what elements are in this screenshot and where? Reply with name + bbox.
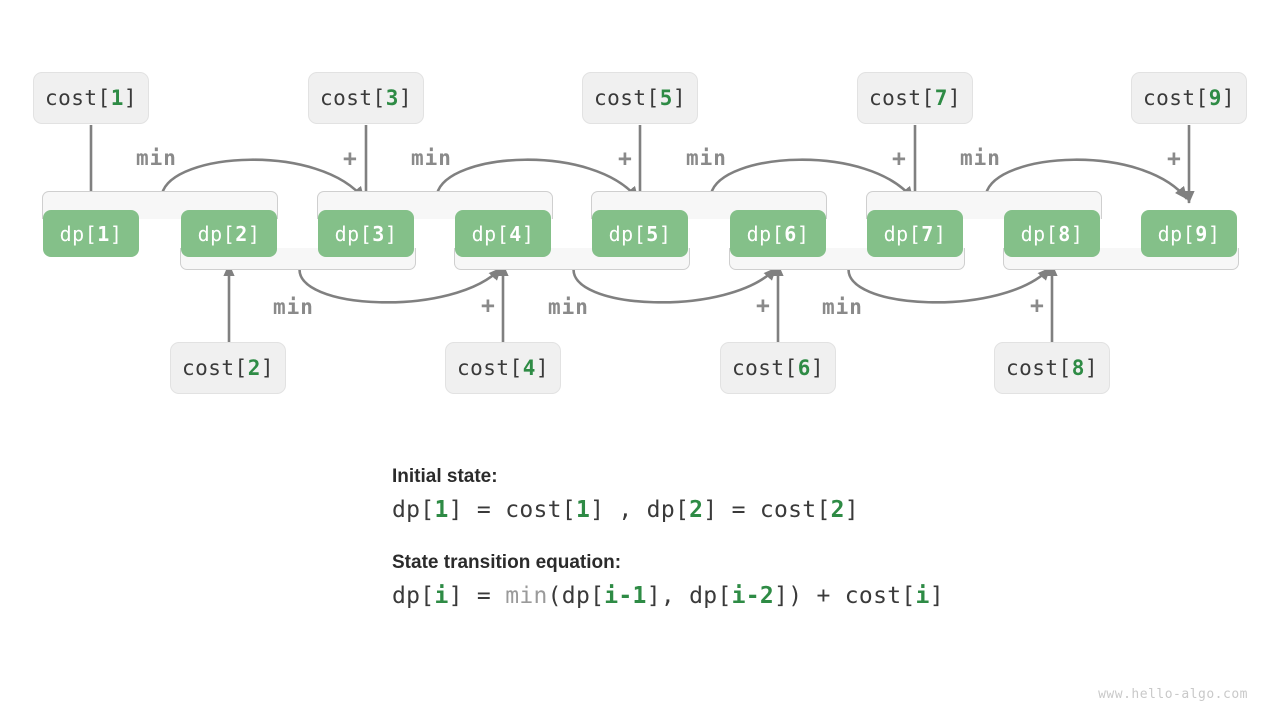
transition-heading: State transition equation: [392, 552, 622, 573]
plus-label-top-3: + [892, 146, 906, 172]
dp-box-3-label: dp[3] [334, 221, 398, 246]
dp-box-6-label: dp[6] [746, 221, 810, 246]
min-label-top-1: min [136, 146, 177, 170]
min-label-bottom-1: min [273, 295, 314, 319]
plus-label-bottom-3: + [1030, 293, 1044, 319]
dp-box-2[interactable]: dp[2] [181, 210, 277, 257]
min-label-top-4: min [960, 146, 1001, 170]
plus-label-bottom-2: + [756, 293, 770, 319]
dp-box-1[interactable]: dp[1] [43, 210, 139, 257]
dp-box-9[interactable]: dp[9] [1141, 210, 1237, 257]
min-label-top-2: min [411, 146, 452, 170]
dp-box-2-label: dp[2] [197, 221, 261, 246]
cost-box-3-label: cost[3] [319, 86, 413, 110]
arc-group23-to-dp4 [298, 265, 502, 304]
dp-box-8-label: dp[8] [1020, 221, 1084, 246]
min-label-bottom-2: min [548, 295, 589, 319]
arc-group45-to-dp6 [572, 265, 777, 304]
caption-block: Initial state: dp[1] = cost[1] , dp[2] =… [392, 466, 1092, 609]
dp-box-5-label: dp[5] [608, 221, 672, 246]
cost-box-5[interactable]: cost[5] [582, 72, 698, 124]
arc-group67-to-dp8 [847, 265, 1051, 304]
dp-box-4-label: dp[4] [471, 221, 535, 246]
dp-box-4[interactable]: dp[4] [455, 210, 551, 257]
min-label-bottom-3: min [822, 295, 863, 319]
dp-box-1-label: dp[1] [59, 221, 123, 246]
cost-box-7[interactable]: cost[7] [857, 72, 973, 124]
initial-state-equation: dp[1] = cost[1] , dp[2] = cost[2] [392, 497, 859, 523]
dp-box-7[interactable]: dp[7] [867, 210, 963, 257]
plus-label-top-4: + [1167, 146, 1181, 172]
cost-box-5-label: cost[5] [593, 86, 687, 110]
cost-box-8[interactable]: cost[8] [994, 342, 1110, 394]
cost-box-8-label: cost[8] [1005, 356, 1099, 380]
dp-box-8[interactable]: dp[8] [1004, 210, 1100, 257]
dp-box-7-label: dp[7] [883, 221, 947, 246]
cost-box-6-label: cost[6] [731, 356, 825, 380]
cost-box-3[interactable]: cost[3] [308, 72, 424, 124]
initial-state-heading: Initial state: [392, 466, 498, 487]
cost-box-2-label: cost[2] [181, 356, 275, 380]
plus-label-top-1: + [343, 146, 357, 172]
cost-box-4[interactable]: cost[4] [445, 342, 561, 394]
plus-label-bottom-1: + [481, 293, 495, 319]
plus-label-top-2: + [618, 146, 632, 172]
cost-box-7-label: cost[7] [868, 86, 962, 110]
dp-box-9-label: dp[9] [1157, 221, 1221, 246]
min-label-top-3: min [686, 146, 727, 170]
transition-equation: dp[i] = min(dp[i-1], dp[i-2]) + cost[i] [392, 583, 944, 609]
dp-box-5[interactable]: dp[5] [592, 210, 688, 257]
cost-box-6[interactable]: cost[6] [720, 342, 836, 394]
cost-box-1[interactable]: cost[1] [33, 72, 149, 124]
cost-box-4-label: cost[4] [456, 356, 550, 380]
cost-box-9-label: cost[9] [1142, 86, 1236, 110]
dp-box-3[interactable]: dp[3] [318, 210, 414, 257]
cost-box-2[interactable]: cost[2] [170, 342, 286, 394]
cost-box-9[interactable]: cost[9] [1131, 72, 1247, 124]
watermark: www.hello-algo.com [1098, 687, 1248, 702]
dp-box-6[interactable]: dp[6] [730, 210, 826, 257]
cost-box-1-label: cost[1] [44, 86, 138, 110]
